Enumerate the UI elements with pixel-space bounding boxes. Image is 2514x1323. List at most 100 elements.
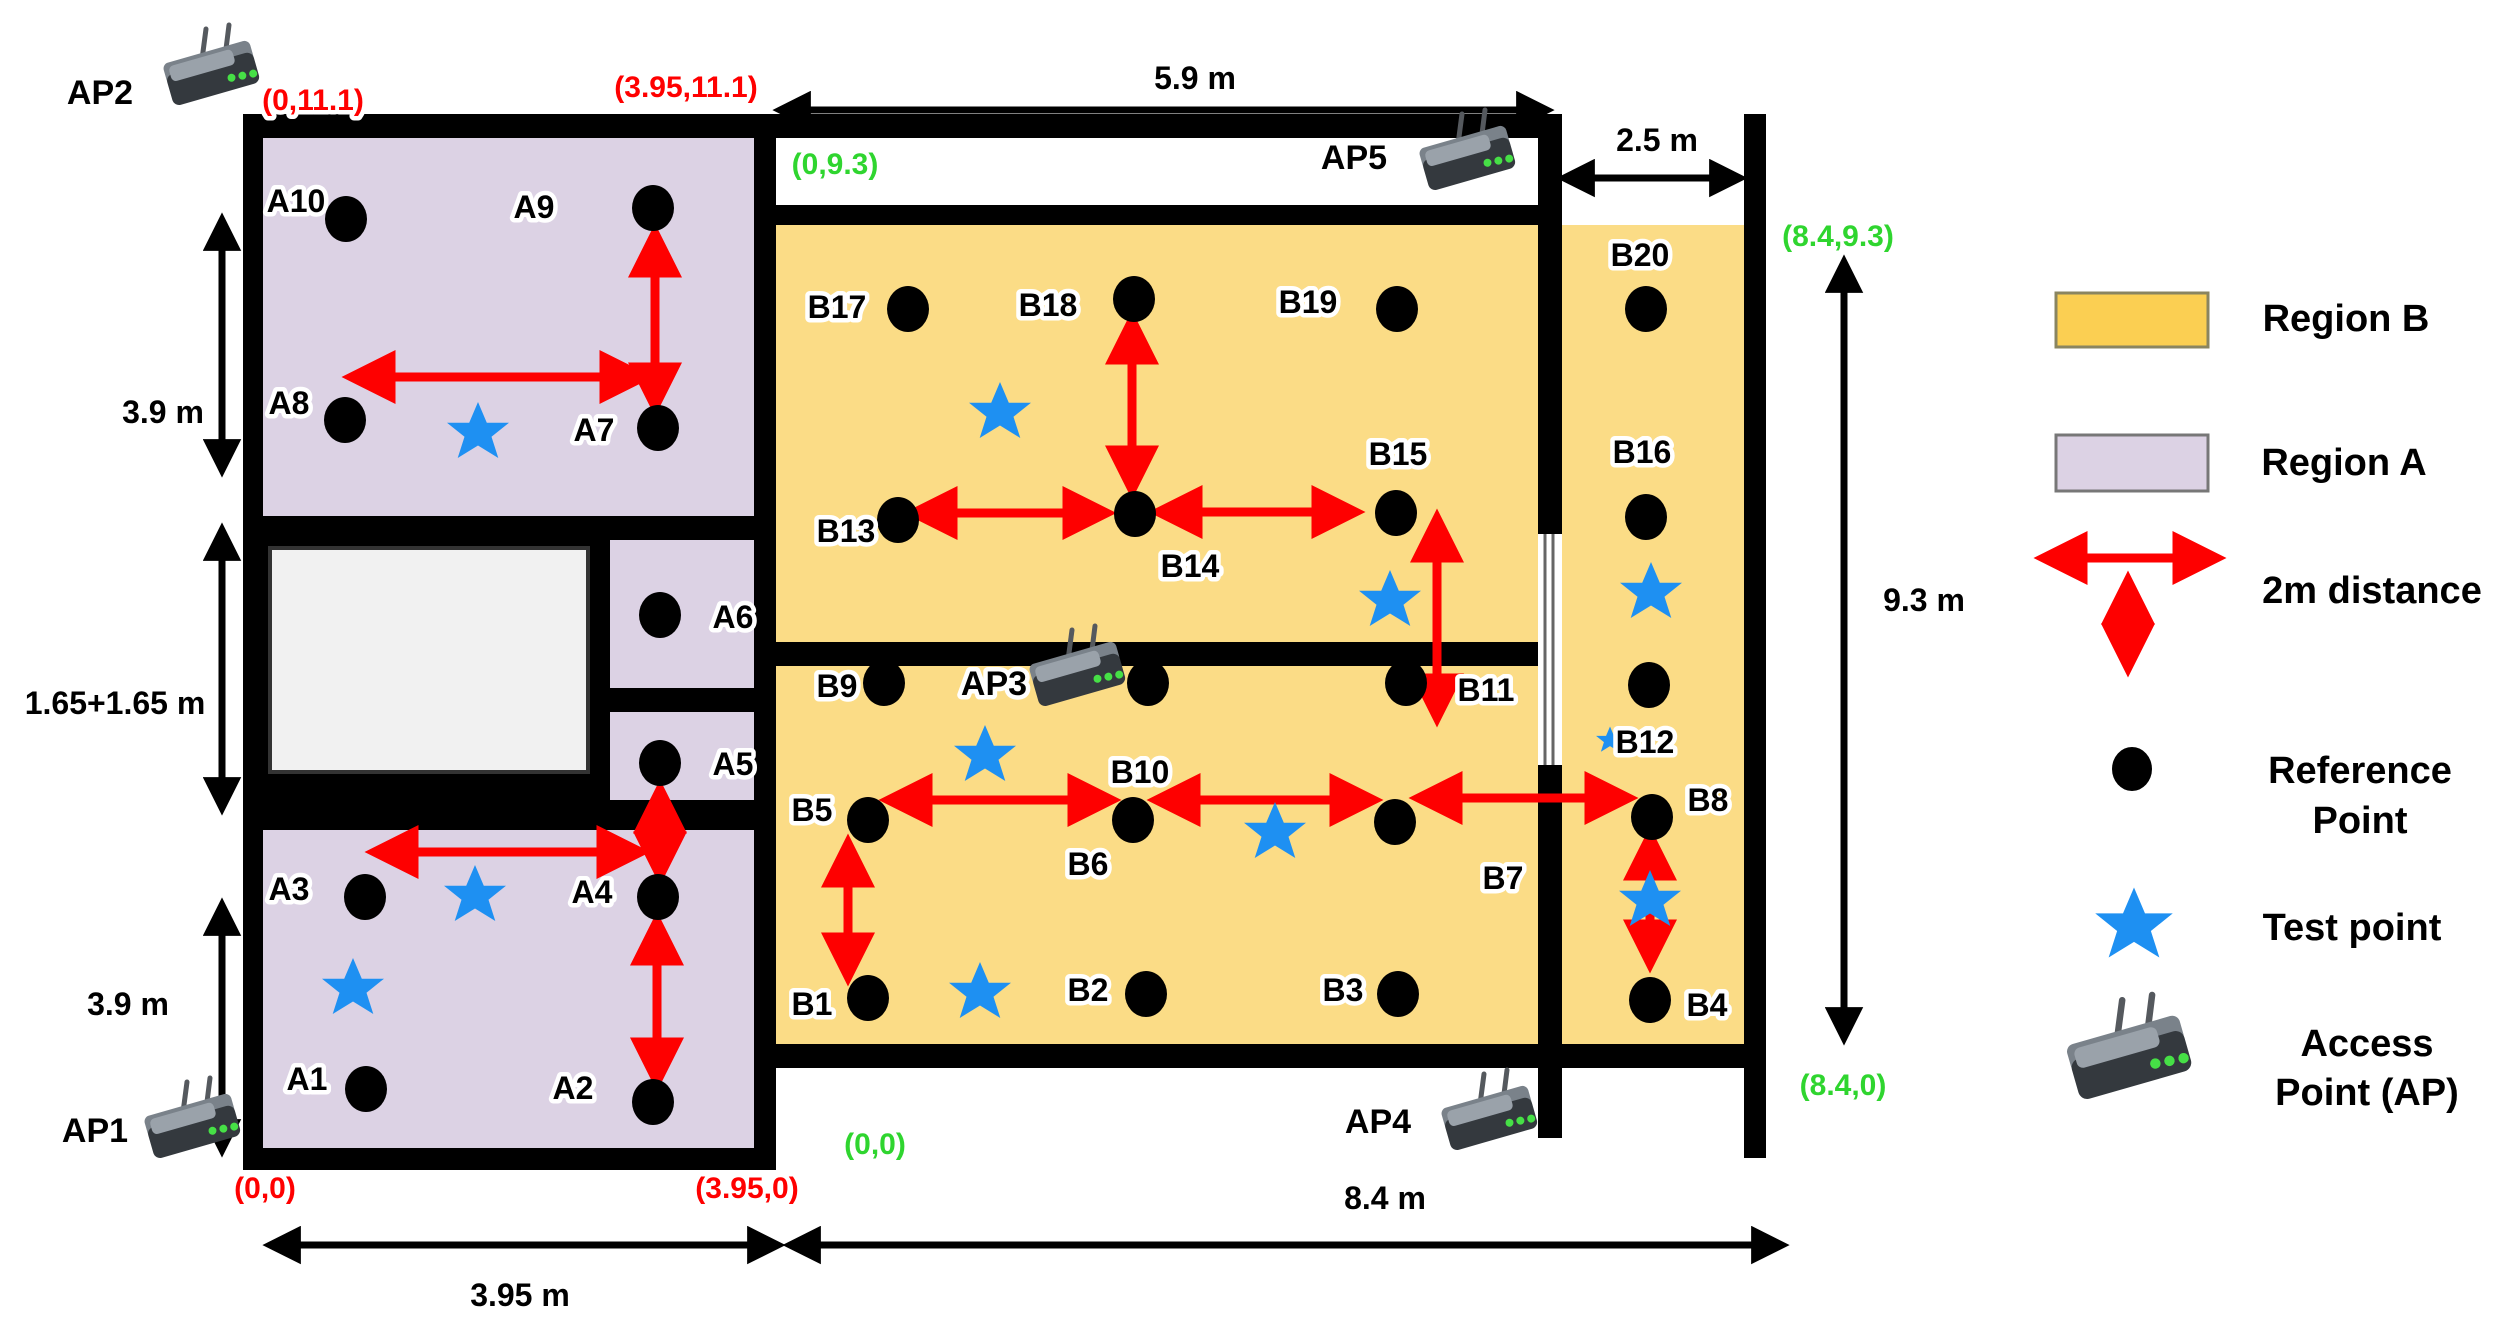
legend-region-b-label: Region B [2263,298,2430,340]
legend: Region B Region A 2m distance Reference … [2033,291,2485,1118]
ap2-icon [162,25,261,107]
legend-region-a-label: Region A [2261,442,2426,484]
label-a5: A5 [713,746,754,782]
coord-a-top-right: (3.95,11.1) [614,71,757,104]
wall-a6-a5-divider [610,688,776,712]
label-b13: B13 [817,513,876,549]
reference-point-a1 [345,1066,387,1112]
coord-a-bottom-right: (3.95,0) [695,1172,798,1205]
coord-a-bottom-left: (0,0) [234,1172,296,1205]
label-b10: B10 [1111,754,1170,790]
legend-access-point-label-line1: Access [2300,1023,2433,1065]
coord-b-bottom-right: (8.4,0) [1800,1069,1887,1102]
legend-test-point-star [2095,887,2173,958]
label-ap3: AP3 [961,665,1027,703]
reference-point-b9 [863,660,905,706]
reference-point-b3 [1377,971,1419,1017]
door-corridor [1538,534,1562,765]
label-a7: A7 [574,412,615,448]
label-b16: B16 [1613,434,1672,470]
dim-2-5m: 2.5 m [1616,122,1698,158]
label-a1: A1 [287,1061,328,1097]
legend-access-point-label-line2: Point (AP) [2275,1072,2459,1114]
wall-below-top-corridor [776,205,1538,225]
reference-point-b18 [1113,276,1155,322]
label-b7: B7 [1483,860,1524,896]
coord-b-top-left: (0,9.3) [792,148,879,181]
reference-point-b10 [1127,660,1169,706]
region-a-upper-room [263,138,754,516]
reference-point-a10 [325,196,367,242]
dim-5-9m: 5.9 m [1154,60,1236,96]
label-b2: B2 [1068,972,1109,1008]
reference-point-b12 [1628,662,1670,708]
legend-access-point-icon [2065,995,2193,1101]
reference-point-b17 [887,286,929,332]
label-ap4: AP4 [1345,1103,1411,1141]
legend-2m-distance-label: 2m distance [2262,570,2482,612]
reference-point-b7 [1374,799,1416,845]
reference-point-b20 [1625,286,1667,332]
coord-b-bottom-left: (0,0) [844,1128,906,1161]
reference-point-b2 [1125,971,1167,1017]
region-b-upper-area [776,223,1538,642]
label-b8: B8 [1688,782,1729,818]
label-b17: B17 [808,289,867,325]
reference-point-b13 [877,497,919,543]
dim-8-4m: 8.4 m [1344,1180,1426,1216]
legend-reference-point-label-line1: Reference [2268,750,2452,792]
reference-point-b6 [1112,797,1154,843]
reference-point-a7 [637,405,679,451]
reference-point-a4 [637,874,679,920]
label-b12: B12 [1616,724,1675,760]
label-b4: B4 [1687,987,1728,1023]
reference-point-a2 [632,1079,674,1125]
wall-region-b-bottom [754,1044,1766,1068]
reference-point-a3 [344,874,386,920]
label-a10: A10 [267,183,326,219]
label-b18: B18 [1019,287,1078,323]
label-b19: B19 [1279,284,1338,320]
coord-b-top-right: (8.4,9.3) [1782,220,1894,253]
reference-point-b19 [1376,286,1418,332]
label-a4: A4 [572,874,613,910]
label-b20: B20 [1611,237,1670,273]
label-a2: A2 [553,1070,594,1106]
label-a3: A3 [269,871,310,907]
reference-point-b4 [1629,977,1671,1023]
wall-region-a-bottom [243,1148,776,1170]
label-a8: A8 [269,385,310,421]
dim-3-9m-upper: 3.9 m [122,394,204,430]
reference-point-b5 [847,797,889,843]
dim-9-3m: 9.3 m [1883,582,1965,618]
reference-point-b15 [1375,490,1417,536]
label-a9: A9 [514,189,555,225]
wall-region-a-right [754,114,776,1170]
ap4-icon [1440,1070,1539,1152]
dim-3-95m: 3.95 m [470,1277,570,1313]
legend-test-point-label: Test point [2263,907,2442,949]
label-b15: B15 [1369,436,1428,472]
dim-3-9m-lower: 3.9 m [87,986,169,1022]
stairwell-void [268,546,590,774]
reference-point-b1 [847,975,889,1021]
reference-point-b11 [1385,660,1427,706]
dim-1-65m: 1.65+1.65 m [25,685,206,721]
legend-reference-point-dot [2112,747,2152,791]
region-a-room-a6 [610,540,754,688]
label-b6: B6 [1068,846,1109,882]
label-ap1: AP1 [62,1112,128,1150]
label-b1: B1 [792,986,833,1022]
reference-point-a8 [324,397,366,443]
label-b14: B14 [1161,548,1220,584]
wall-region-b-outer-right [1744,114,1766,1158]
wall-region-a-inner-lower [243,800,776,830]
reference-point-a5 [639,740,681,786]
legend-region-b-swatch [2054,291,2210,349]
wall-corridor-divider-lower [1538,765,1562,1138]
label-b5: B5 [792,792,833,828]
reference-point-b16 [1625,494,1667,540]
label-b3: B3 [1323,972,1364,1008]
